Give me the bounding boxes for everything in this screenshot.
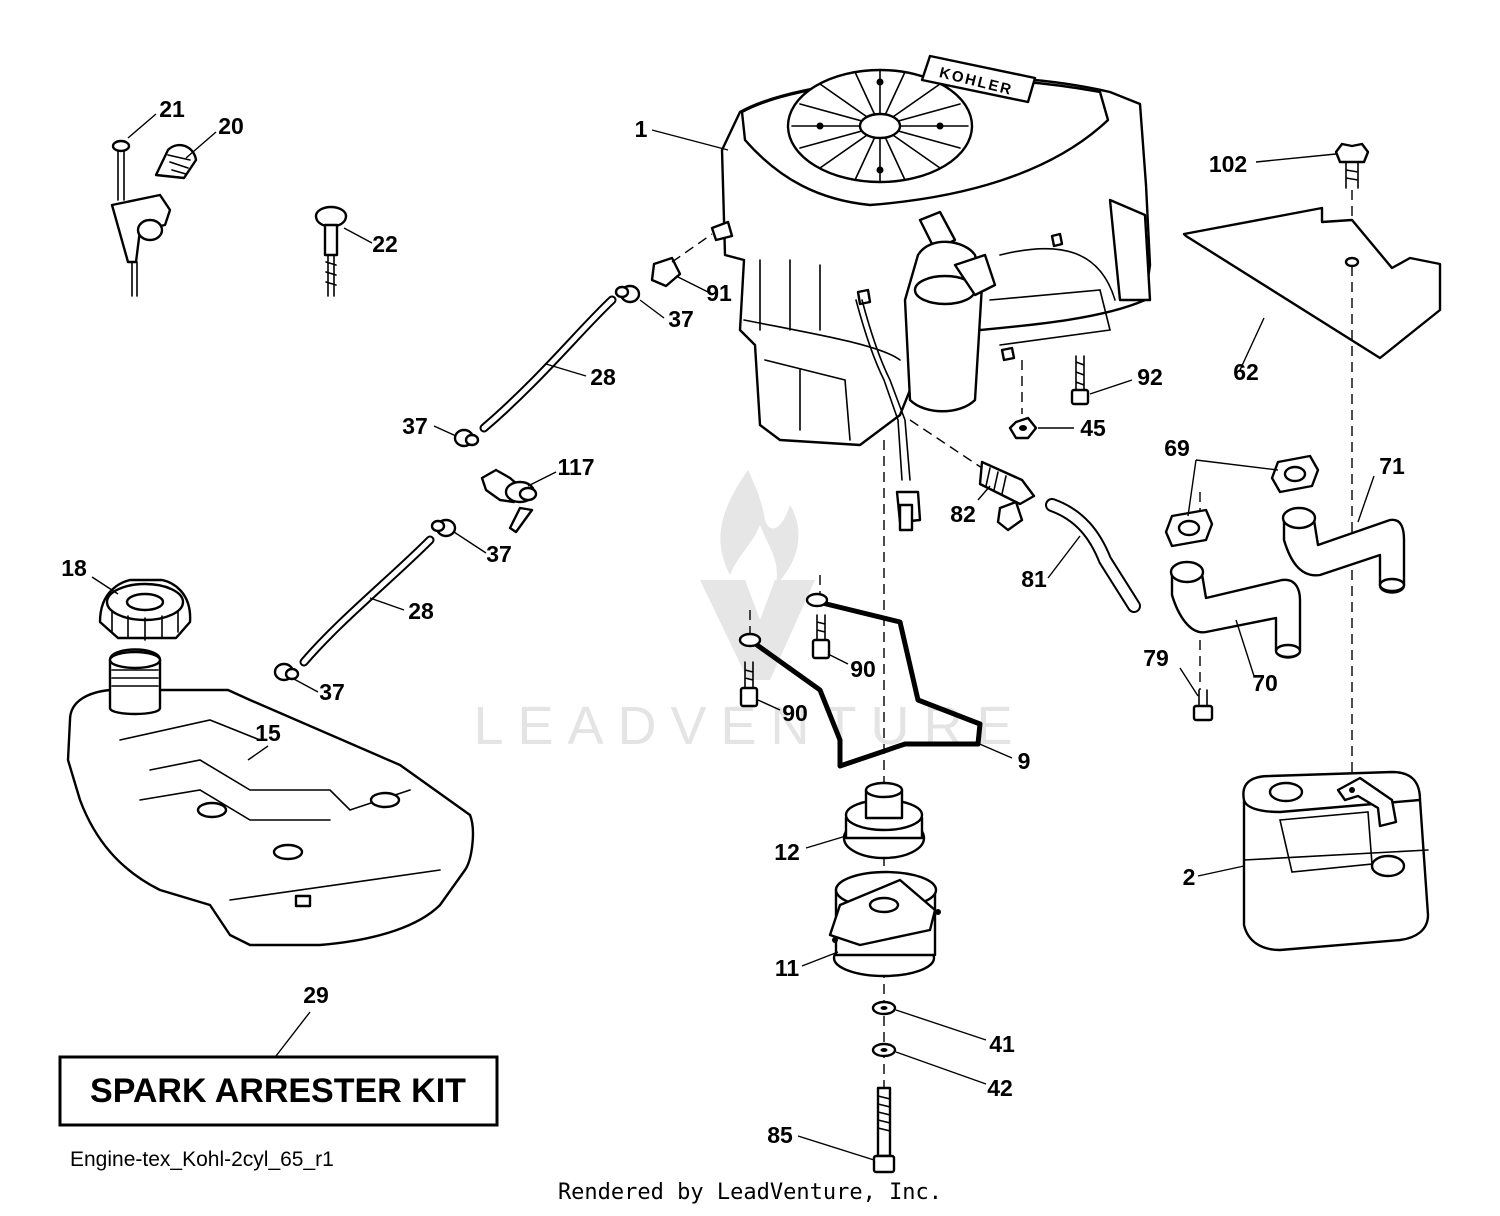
callout-85: 85 (767, 1122, 793, 1148)
callout-15: 15 (255, 720, 281, 746)
callout-12: 12 (774, 839, 800, 865)
part-90-bolt-lower (739, 661, 759, 708)
part-81-drain-hose (1045, 498, 1141, 613)
callout-102: 102 (1209, 151, 1247, 177)
callout-11: 11 (775, 955, 800, 981)
kit-label: SPARK ARRESTER KIT (90, 1072, 466, 1110)
part-71-exhaust-pipe (1281, 506, 1406, 594)
callout-82: 82 (950, 501, 976, 527)
callout-71: 71 (1379, 453, 1405, 479)
part-70-exhaust-pipe (1169, 560, 1302, 690)
part-82-drain-valve (909, 419, 1036, 532)
part-79-bolt (1192, 689, 1214, 722)
callout-70: 70 (1252, 670, 1278, 696)
part-92-bolt (1070, 355, 1090, 406)
part-18-fuel-cap (98, 578, 192, 641)
part-2-muffler (1242, 770, 1430, 952)
engine: KOHLER (710, 54, 1152, 447)
callout-37-a: 37 (668, 306, 694, 332)
part-69-gasket-right (1270, 454, 1320, 494)
part-9-harness-bracket (738, 575, 983, 769)
part-37-clamp-b (453, 428, 480, 448)
part-45-nut (1008, 360, 1038, 440)
part-28-fuel-line-lower (299, 535, 435, 667)
callout-81: 81 (1021, 566, 1047, 592)
callout-92: 92 (1137, 364, 1163, 390)
callout-79: 79 (1143, 645, 1169, 671)
callout-37-c: 37 (486, 541, 512, 567)
callout-90-upper: 90 (850, 656, 876, 682)
part-28-fuel-line-upper (479, 295, 617, 433)
callout-2: 2 (1183, 864, 1196, 890)
spark-arrester-kit: SPARK ARRESTER KIT (58, 1055, 499, 1127)
part-37-clamp-d (273, 662, 300, 682)
callout-45: 45 (1080, 415, 1106, 441)
callout-1: 1 (635, 116, 648, 142)
callout-22: 22 (372, 231, 398, 257)
wiring-harness (855, 299, 922, 532)
part-15-fuel-tank (66, 648, 475, 947)
callout-91: 91 (706, 280, 732, 306)
callout-21: 21 (159, 96, 185, 122)
callout-90-lower: 90 (782, 700, 808, 726)
kit-box (58, 1055, 499, 1127)
callout-29: 29 (303, 982, 329, 1008)
part-69-gasket-left (1164, 492, 1214, 548)
part-117-valve (480, 468, 538, 534)
drawing-code: Engine-tex_Kohl-2cyl_65_r1 (70, 1148, 334, 1171)
callout-labels: 1 2 9 11 12 15 18 20 21 22 28 28 29 37 3… (61, 96, 1405, 1148)
render-credit: Rendered by LeadVenture, Inc. (558, 1180, 942, 1205)
callout-117: 117 (557, 454, 594, 480)
watermark-v-icon (700, 580, 815, 680)
part-37-clamp-a (614, 284, 641, 304)
part-41-washer (871, 1000, 897, 1016)
leader-lines (91, 113, 1375, 1161)
callout-62: 62 (1233, 359, 1259, 385)
part-85-bolt (872, 1086, 896, 1174)
callout-28-lower: 28 (408, 598, 434, 624)
part-90-bolt-upper (811, 614, 831, 660)
part-12-pulley (842, 781, 926, 860)
callout-18: 18 (61, 555, 87, 581)
part-22-knob (314, 205, 348, 297)
callout-41: 41 (989, 1031, 1015, 1057)
part-42-washer (871, 1042, 897, 1058)
callout-20: 20 (218, 113, 244, 139)
callout-28-upper: 28 (590, 364, 616, 390)
part-37-clamp-c (430, 518, 457, 538)
part-62-heat-shield (1182, 206, 1442, 790)
callout-37-b: 37 (402, 413, 428, 439)
part-20-throttle-control (110, 143, 198, 297)
callout-69: 69 (1164, 435, 1190, 461)
callout-42: 42 (987, 1075, 1013, 1101)
callout-9: 9 (1018, 748, 1031, 774)
callout-37-d: 37 (319, 679, 345, 705)
part-11-clutch (828, 870, 941, 978)
part-91-fitting (650, 233, 713, 288)
part-21-screw (111, 139, 131, 201)
watermark-flame-icon (720, 470, 799, 585)
part-102-screw (1334, 142, 1370, 262)
